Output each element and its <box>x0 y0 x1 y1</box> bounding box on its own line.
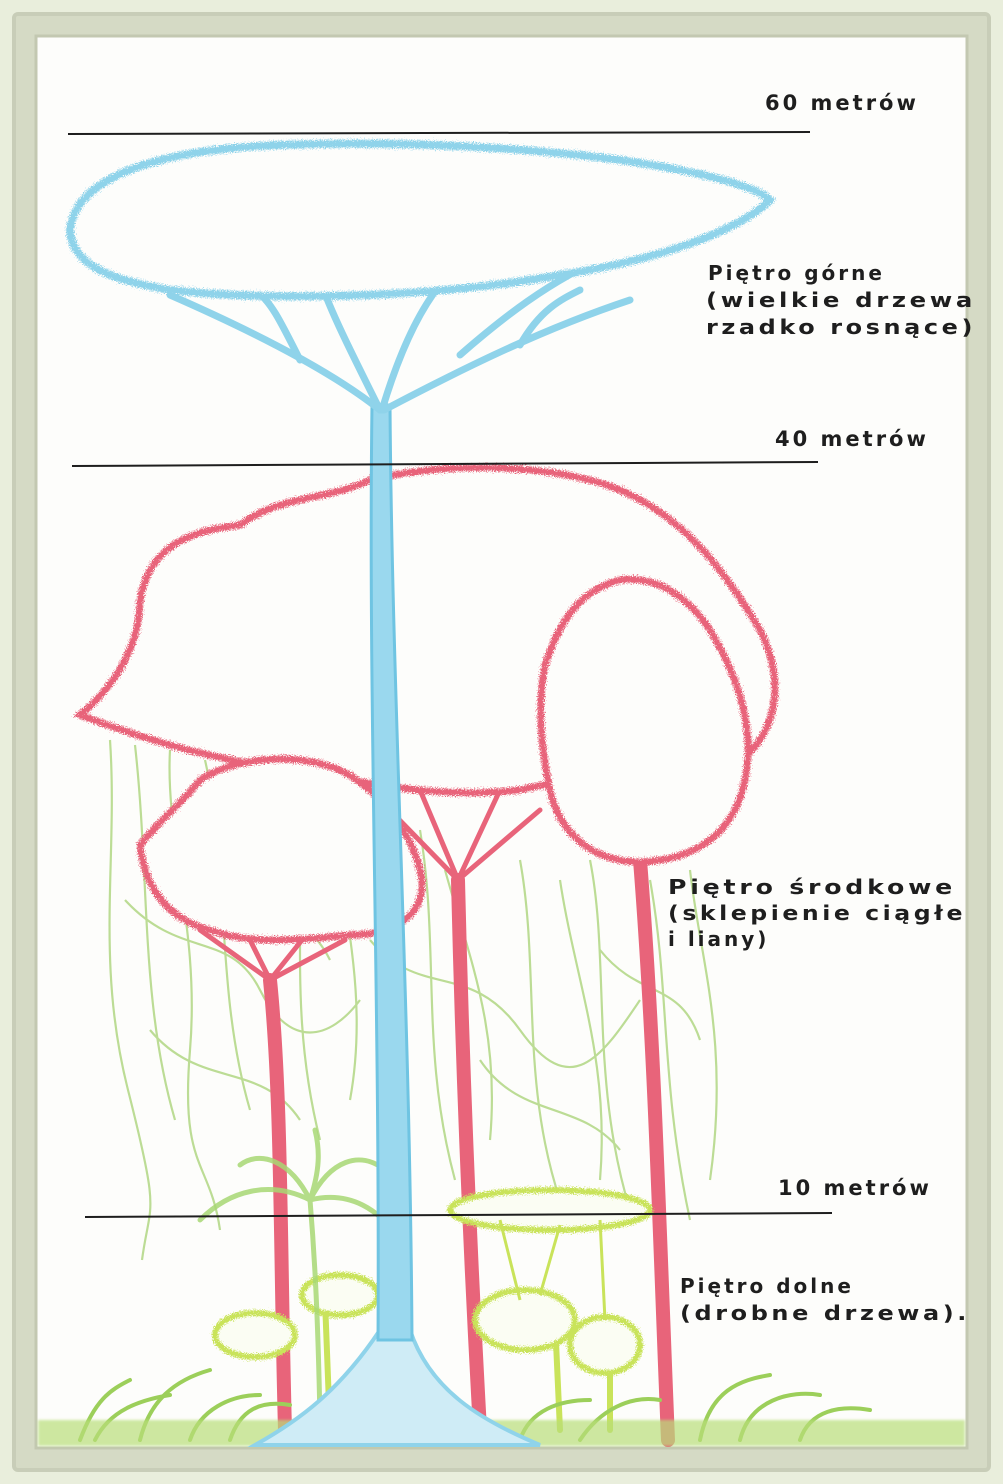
zone-middle-line-3: i liany) <box>668 927 769 951</box>
zone-upper-line-2: (wielkie drzewa <box>706 288 976 312</box>
zone-middle-line-1: Piętro środkowe <box>668 875 956 899</box>
height-label-10: 10 metrów <box>778 1176 932 1200</box>
zone-lower-line-2: (drobne drzewa). <box>680 1301 970 1325</box>
zone-upper-line-3: rzadko rosnące) <box>706 315 976 339</box>
height-label-60: 60 metrów <box>765 91 919 115</box>
zone-upper-line-1: Piętro górne <box>708 261 885 285</box>
height-label-40: 40 metrów <box>775 427 929 451</box>
zone-lower-line-1: Piętro dolne <box>680 1274 854 1298</box>
zone-middle-line-2: (sklepienie ciągłe <box>668 901 966 925</box>
